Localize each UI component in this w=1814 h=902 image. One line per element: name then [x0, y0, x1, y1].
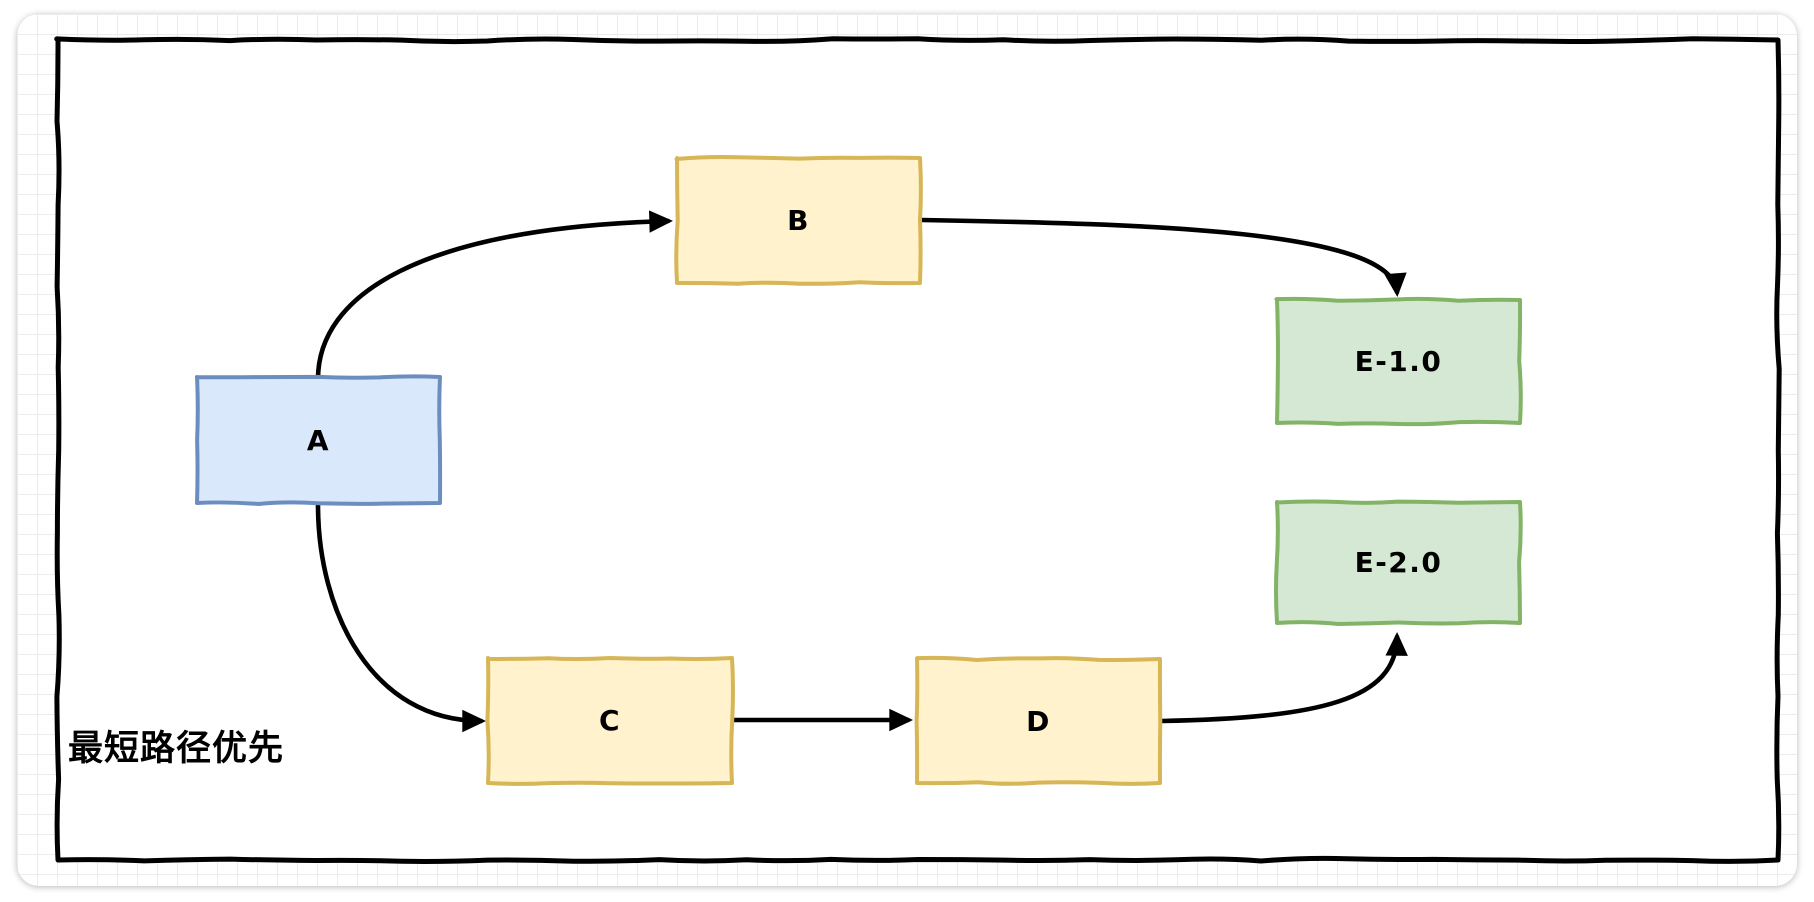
- edge-A-B[interactable]: [315, 210, 673, 382]
- node-C[interactable]: [485, 656, 735, 786]
- edge-B-E1[interactable]: [919, 217, 1407, 297]
- node-B[interactable]: [674, 154, 923, 286]
- sketch-frame[interactable]: [54, 36, 1782, 864]
- node-E1[interactable]: [1274, 296, 1523, 427]
- node-E2[interactable]: [1274, 499, 1523, 626]
- edge-D-E2[interactable]: [1159, 632, 1408, 724]
- node-D[interactable]: [914, 655, 1163, 786]
- node-A[interactable]: [195, 374, 443, 506]
- edge-A-C[interactable]: [315, 502, 486, 733]
